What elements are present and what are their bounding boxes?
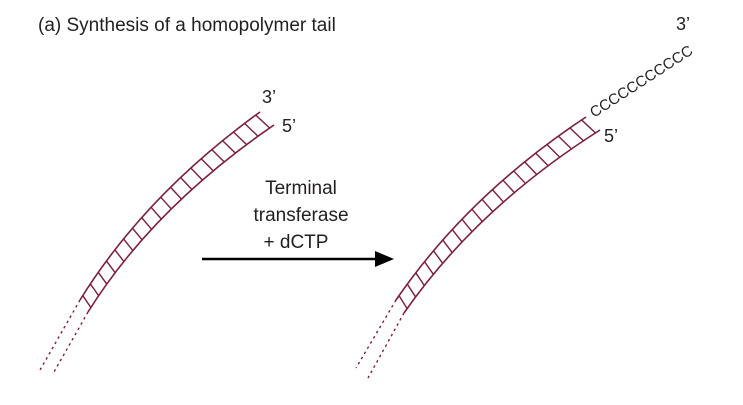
right-3prime-label: 3’: [676, 14, 690, 34]
left-dna-dashed-top: [39, 299, 81, 371]
right-dna-dashed-top: [355, 299, 397, 369]
left-base-pair-rung: [131, 227, 143, 241]
right-base-pair-rung: [524, 161, 538, 175]
left-base-pair-rung: [190, 167, 204, 181]
right-base-pair-rung: [442, 239, 453, 253]
left-base-pair-rung: [233, 131, 248, 146]
right-dna-strand-top: [395, 116, 587, 301]
left-base-pair-rung: [211, 149, 225, 163]
reaction-arrow: [202, 251, 394, 267]
left-base-pair-rung: [180, 177, 193, 190]
left-base-pair-rung: [150, 206, 162, 220]
right-base-pair-rung: [398, 295, 408, 309]
right-base-pair-rung: [415, 272, 425, 286]
left-base-pair-rung: [141, 217, 153, 230]
right-base-pair-rung: [461, 218, 473, 233]
left-base-pair-rung: [160, 196, 172, 210]
left-3prime-label: 3’: [262, 87, 276, 107]
diagram-title: (a) Synthesis of a homopolymer tail: [38, 15, 336, 36]
right-base-pair-rung: [406, 283, 417, 298]
right-base-pair-rung: [432, 250, 444, 264]
left-base-pair-rung: [105, 260, 116, 274]
left-base-pair-rung: [82, 295, 92, 308]
right-dna-strand-bottom: [403, 129, 601, 314]
reaction-label-enzyme: Terminal: [265, 178, 337, 199]
left-dna-molecule: [39, 111, 275, 373]
right-base-pair-rung: [423, 261, 434, 275]
left-base-pair-rung: [123, 238, 134, 251]
left-base-pair-rung: [244, 122, 259, 137]
right-dna-dashed-bottom: [367, 312, 405, 379]
right-base-pair-rung: [481, 198, 494, 213]
left-5prime-label: 5’: [282, 116, 296, 136]
homopolymer-c-tail: CCCCCCCCCCC: [587, 42, 696, 121]
left-base-pair-rung: [170, 186, 183, 200]
right-dna-molecule: [355, 116, 601, 379]
left-base-pair-rung: [255, 114, 271, 129]
reaction-label-substrate: + dCTP: [264, 232, 329, 253]
right-base-pair-rung: [557, 135, 572, 150]
left-base-pair-rung: [97, 271, 108, 285]
right-base-pair-rung: [513, 170, 526, 184]
right-base-pair-rung: [451, 229, 463, 243]
reaction-label-enzyme-2: transferase: [253, 205, 348, 226]
right-base-pair-rung: [581, 119, 596, 134]
left-base-pair-rung: [200, 158, 214, 172]
left-base-pair-rung: [89, 283, 100, 297]
left-base-pair-rung: [114, 249, 125, 262]
right-5prime-label: 5’: [604, 126, 618, 146]
right-base-pair-rung: [546, 144, 561, 158]
right-base-pair-rung: [502, 179, 515, 194]
right-dna-base-pairs: [398, 119, 596, 309]
left-dna-base-pairs: [82, 114, 271, 308]
right-base-pair-rung: [535, 152, 549, 167]
right-base-pair-rung: [491, 189, 505, 203]
left-dna-strand-top: [79, 111, 261, 301]
left-base-pair-rung: [222, 140, 236, 154]
right-base-pair-rung: [569, 127, 584, 142]
left-dna-strand-bottom: [87, 124, 275, 313]
right-base-pair-rung: [471, 208, 483, 223]
left-dna-dashed-bottom: [53, 311, 89, 373]
